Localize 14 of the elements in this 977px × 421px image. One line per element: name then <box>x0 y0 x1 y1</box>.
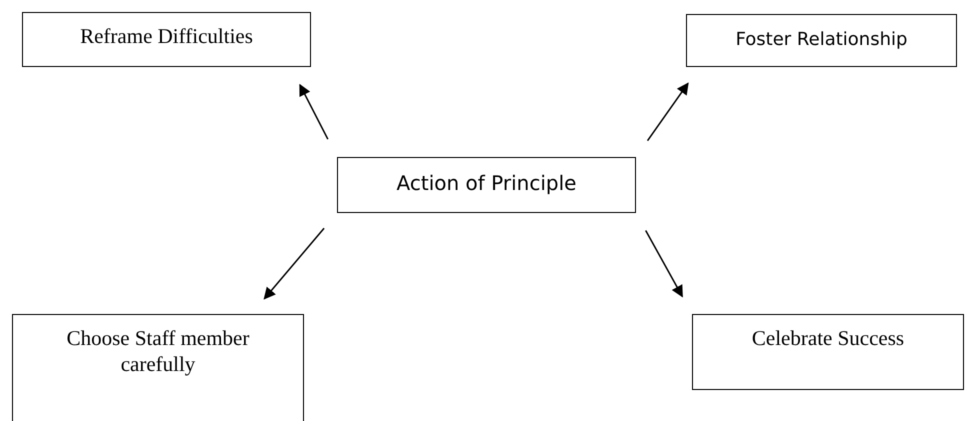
text-box <box>686 14 957 67</box>
box-label: Action of Principle <box>396 171 576 197</box>
box-label: Choose Staff member carefully <box>66 325 250 378</box>
box-label: Celebrate Success <box>752 325 904 352</box>
arrow <box>645 230 683 298</box>
box-label: Foster Relationship <box>736 29 908 52</box>
arrow <box>646 82 689 142</box>
text-box <box>22 12 311 67</box>
arrow <box>264 228 325 300</box>
arrow <box>299 84 329 140</box>
text-box <box>692 314 964 390</box>
text-box <box>12 314 304 421</box>
text-box <box>337 157 636 213</box>
box-label: Reframe Difficulties <box>80 23 253 50</box>
